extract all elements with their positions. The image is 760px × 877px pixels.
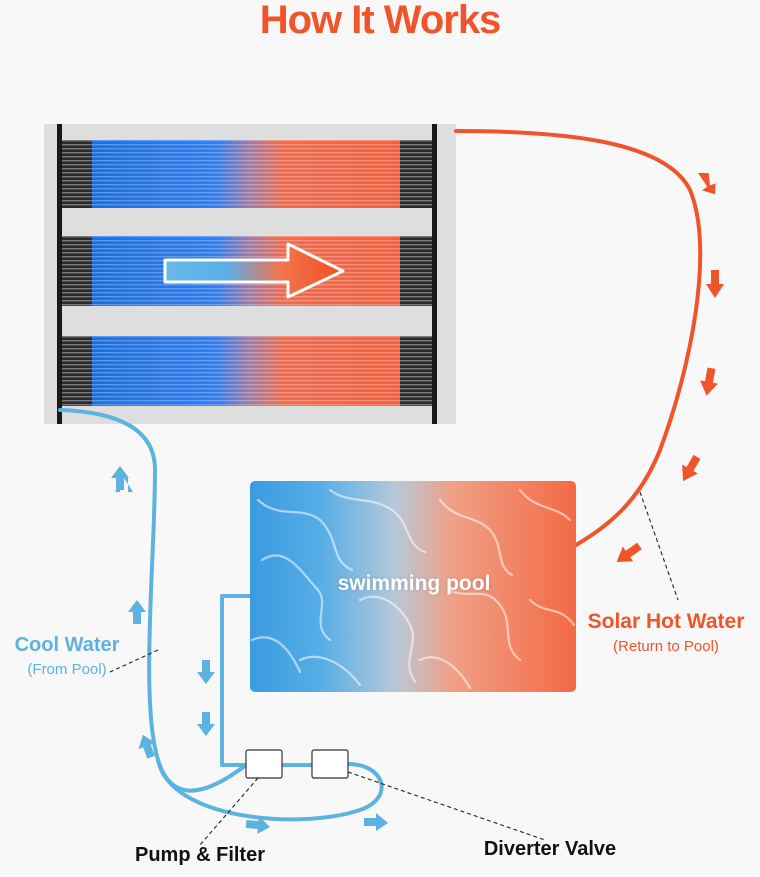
cool-arrow-icon — [245, 816, 270, 834]
hot-water-label: Solar Hot Water — [587, 610, 745, 633]
cool-water-pipe — [58, 408, 248, 793]
pump-filter-label: Pump & Filter — [134, 844, 265, 866]
pool-outlet-pipe — [220, 594, 250, 767]
panel-row-1 — [62, 140, 432, 208]
cool-arrow-icon — [138, 734, 156, 759]
cool-arrow-icon — [111, 466, 129, 490]
cool-water-label: Cool Water — [14, 634, 120, 656]
pump-filter-box — [245, 749, 283, 779]
hot-arrow-icon — [706, 270, 724, 298]
cool-arrow-icon — [364, 813, 388, 831]
cool-water-sublabel: (From Pool) — [27, 661, 107, 678]
hot-arrow-icon — [682, 454, 701, 482]
swimming-pool — [250, 481, 576, 692]
pool-caustics — [250, 488, 576, 690]
pool-label: swimming pool — [337, 572, 491, 595]
hot-arrow-icon — [697, 172, 716, 195]
cool-arrow-icon — [128, 600, 146, 624]
pool-water — [250, 481, 576, 692]
leader-lines — [109, 491, 679, 846]
hot-flow-arrows — [616, 172, 724, 563]
diverter-valve-box — [311, 749, 349, 779]
solar-panel — [44, 124, 456, 424]
panel-left-manifold — [57, 124, 62, 424]
cool-water-loop-pipe — [156, 758, 384, 822]
cool-leader-line — [109, 649, 159, 673]
panel-right-manifold — [432, 124, 437, 424]
cool-arrow-icon — [197, 712, 215, 736]
hot-water-sublabel: (Return to Pool) — [613, 638, 719, 655]
hot-arrow-icon — [700, 367, 718, 396]
hot-water-pipe — [454, 129, 703, 547]
pump-leader-line — [199, 777, 259, 846]
hot-leader-line — [639, 491, 679, 601]
page-title: How It Works — [259, 0, 502, 42]
cool-arrow-icon — [197, 660, 215, 684]
hot-arrow-icon — [616, 542, 642, 563]
heat-flow-arrow-icon — [163, 242, 345, 299]
cool-flow-arrows — [111, 466, 388, 834]
diverter-valve-label: Diverter Valve — [483, 838, 617, 860]
panel-row-3 — [62, 336, 432, 406]
